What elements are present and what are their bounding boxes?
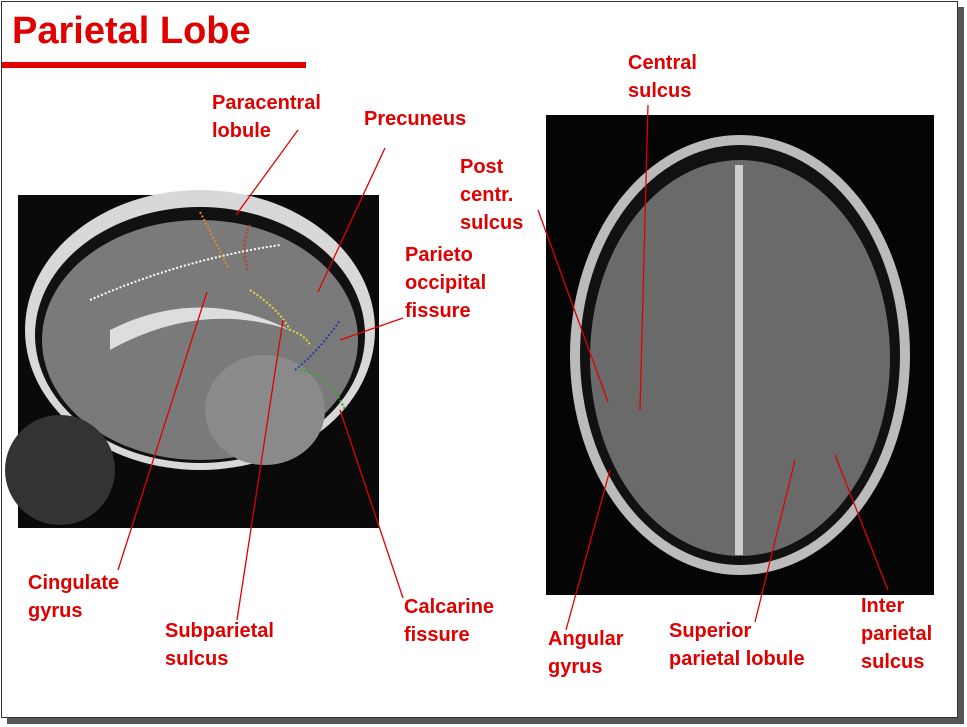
label-calcarine-fissure: Calcarine fissure	[404, 596, 495, 646]
label-angular-gyrus: Angular gyrus	[548, 628, 624, 678]
label-cingulate-gyrus: Cingulate gyrus	[28, 572, 120, 622]
label-central-sulcus: Central sulcus	[628, 52, 697, 102]
label-precuneus: Precuneus	[364, 108, 467, 130]
label-parieto-occipital-fissure: Parieto occipital fissure	[405, 244, 487, 322]
label-post-central-sulcus: Post centr. sulcus	[460, 156, 524, 234]
title-underline	[2, 62, 306, 68]
slide-title: Parietal Lobe	[12, 10, 251, 52]
label-subparietal-sulcus: Subparietal sulcus	[165, 620, 274, 670]
pointer-lines	[117, 104, 889, 631]
sagittal-mri-image	[5, 190, 379, 528]
axial-mri-image	[546, 115, 934, 595]
label-interparietal-sulcus: Inter parietal sulcus	[861, 595, 933, 673]
label-paracentral-lobule: Paracentral lobule	[212, 92, 321, 142]
label-superior-parietal-lobule: Superior parietal lobule	[669, 620, 805, 670]
